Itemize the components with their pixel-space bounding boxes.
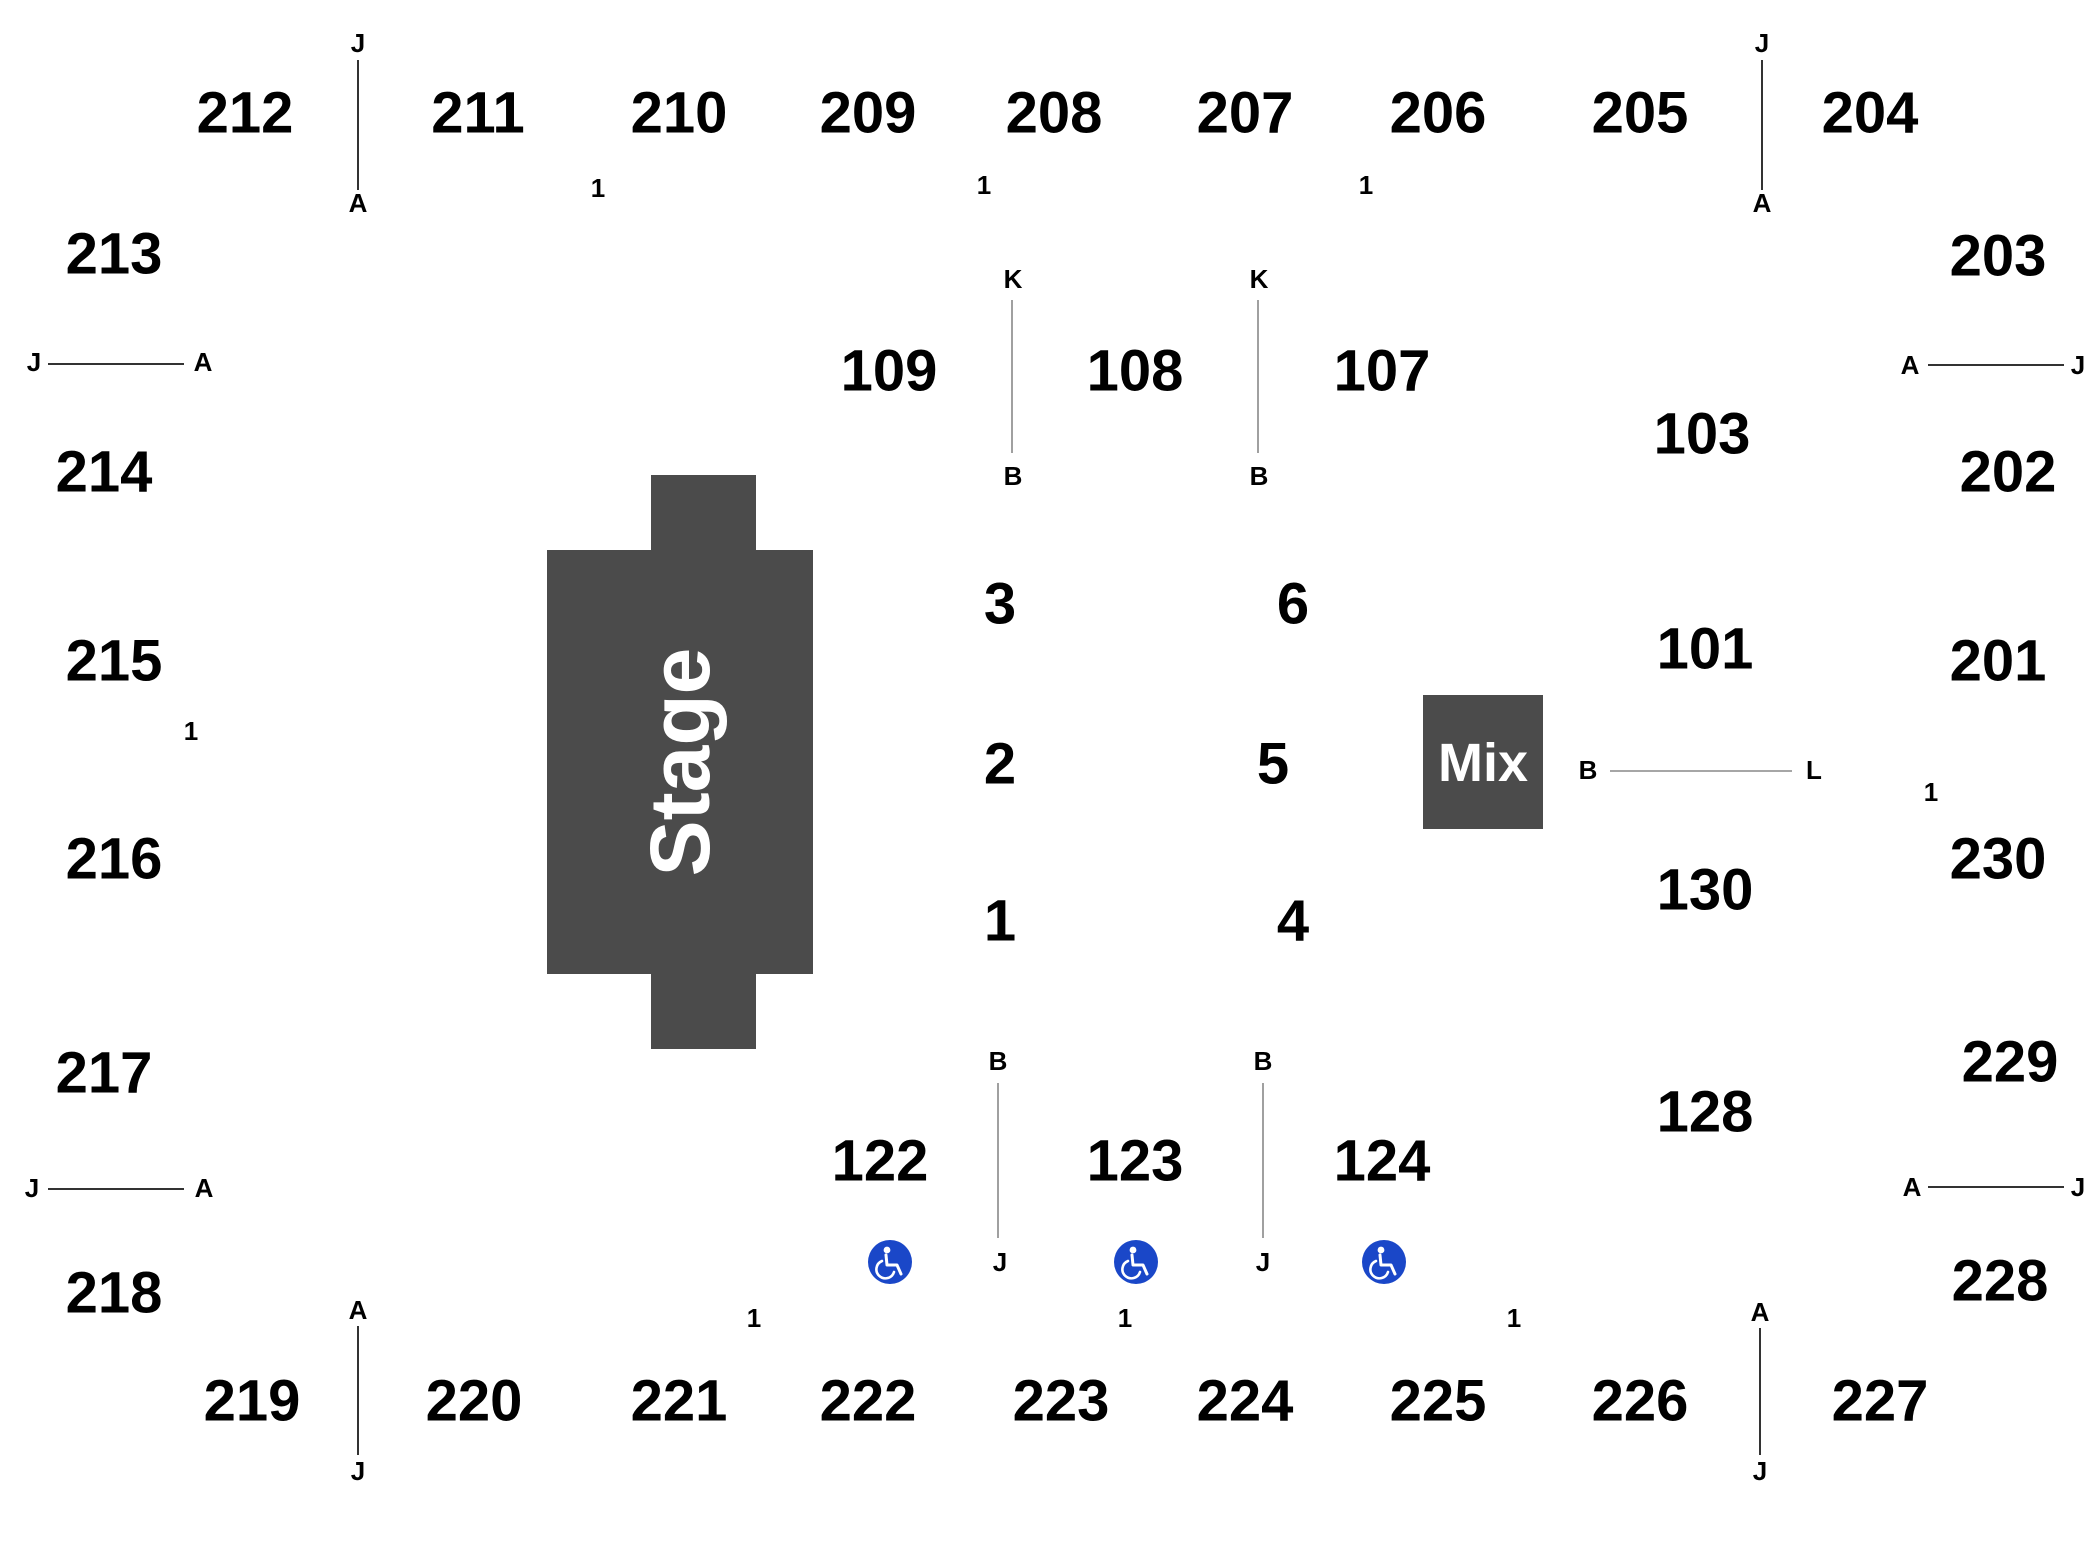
section-219[interactable]: 219 [204, 1369, 301, 1434]
wheelchair-icon [868, 1240, 912, 1284]
row-label-a: A [1901, 350, 1920, 380]
row-label-b: B [989, 1046, 1008, 1076]
seat-one-marker: 1 [747, 1303, 761, 1333]
section-215[interactable]: 215 [66, 629, 163, 694]
row-label-a: A [1751, 1297, 1770, 1327]
floor-section-4[interactable]: 4 [1277, 889, 1309, 954]
floor-section-6[interactable]: 6 [1277, 572, 1309, 637]
section-202[interactable]: 202 [1960, 440, 2057, 505]
row-label-b: B [1579, 755, 1598, 785]
section-123[interactable]: 123 [1087, 1129, 1184, 1194]
section-216[interactable]: 216 [66, 827, 163, 892]
section-124[interactable]: 124 [1334, 1129, 1431, 1194]
section-103[interactable]: 103 [1654, 402, 1751, 467]
section-203[interactable]: 203 [1950, 224, 2047, 289]
row-label-a: A [349, 1295, 368, 1325]
seat-one-marker: 1 [1924, 777, 1938, 807]
row-label-b: B [1004, 461, 1023, 491]
section-108[interactable]: 108 [1087, 339, 1184, 404]
row-label-l: L [1806, 755, 1822, 785]
row-label-j: J [1256, 1247, 1270, 1277]
section-109[interactable]: 109 [841, 339, 938, 404]
section-206[interactable]: 206 [1390, 81, 1487, 146]
seat-one-marker: 1 [591, 173, 605, 203]
section-222[interactable]: 222 [820, 1369, 917, 1434]
section-107[interactable]: 107 [1334, 339, 1431, 404]
section-210[interactable]: 210 [631, 81, 728, 146]
section-209[interactable]: 209 [820, 81, 917, 146]
row-label-a: A [349, 188, 368, 218]
row-label-j: J [27, 347, 41, 377]
section-101[interactable]: 101 [1657, 617, 1754, 682]
row-label-j: J [1755, 28, 1769, 58]
section-218[interactable]: 218 [66, 1261, 163, 1326]
mix-label: Mix [1438, 733, 1528, 793]
row-label-a: A [1903, 1172, 1922, 1202]
row-label-k: K [1250, 264, 1269, 294]
floor-section-5[interactable]: 5 [1257, 732, 1289, 797]
section-128[interactable]: 128 [1657, 1080, 1754, 1145]
section-224[interactable]: 224 [1197, 1369, 1294, 1434]
section-211[interactable]: 211 [431, 81, 525, 146]
floor-section-2[interactable]: 2 [984, 732, 1016, 797]
stage: Stage [547, 475, 813, 1049]
section-220[interactable]: 220 [426, 1369, 523, 1434]
seat-one-marker: 1 [184, 716, 198, 746]
row-label-k: K [1004, 264, 1023, 294]
row-label-j: J [351, 28, 365, 58]
wheelchair-icon [1362, 1240, 1406, 1284]
row-label-a: A [194, 347, 213, 377]
section-227[interactable]: 227 [1832, 1369, 1929, 1434]
section-217[interactable]: 217 [56, 1041, 153, 1106]
section-228[interactable]: 228 [1952, 1249, 2049, 1314]
section-225[interactable]: 225 [1390, 1369, 1487, 1434]
row-label-j: J [351, 1456, 365, 1486]
section-229[interactable]: 229 [1962, 1030, 2059, 1095]
floor-section-1[interactable]: 1 [984, 889, 1016, 954]
section-223[interactable]: 223 [1013, 1369, 1110, 1434]
section-230[interactable]: 230 [1950, 827, 2047, 892]
seat-one-marker: 1 [1118, 1303, 1132, 1333]
section-221[interactable]: 221 [631, 1369, 728, 1434]
section-204[interactable]: 204 [1822, 81, 1919, 146]
stage-label: Stage [633, 648, 727, 877]
row-label-a: A [1753, 188, 1772, 218]
wheelchair-icon [1114, 1240, 1158, 1284]
row-label-a: A [195, 1173, 214, 1203]
seat-one-marker: 1 [977, 170, 991, 200]
seat-one-marker: 1 [1359, 170, 1373, 200]
seat-one-marker: 1 [1507, 1303, 1521, 1333]
floor-section-3[interactable]: 3 [984, 572, 1016, 637]
row-label-b: B [1250, 461, 1269, 491]
section-205[interactable]: 205 [1592, 81, 1689, 146]
section-226[interactable]: 226 [1592, 1369, 1689, 1434]
section-201[interactable]: 201 [1950, 629, 2047, 694]
row-label-j: J [2071, 350, 2085, 380]
section-122[interactable]: 122 [832, 1129, 929, 1194]
row-label-j: J [993, 1247, 1007, 1277]
row-label-j: J [2071, 1172, 2085, 1202]
section-213[interactable]: 213 [66, 222, 163, 287]
section-207[interactable]: 207 [1197, 81, 1294, 146]
row-label-b: B [1254, 1046, 1273, 1076]
mix-position: Mix [1423, 695, 1543, 829]
section-130[interactable]: 130 [1657, 858, 1754, 923]
section-214[interactable]: 214 [56, 440, 153, 505]
section-212[interactable]: 212 [197, 81, 294, 146]
row-label-j: J [25, 1173, 39, 1203]
row-label-j: J [1753, 1456, 1767, 1486]
section-208[interactable]: 208 [1006, 81, 1103, 146]
